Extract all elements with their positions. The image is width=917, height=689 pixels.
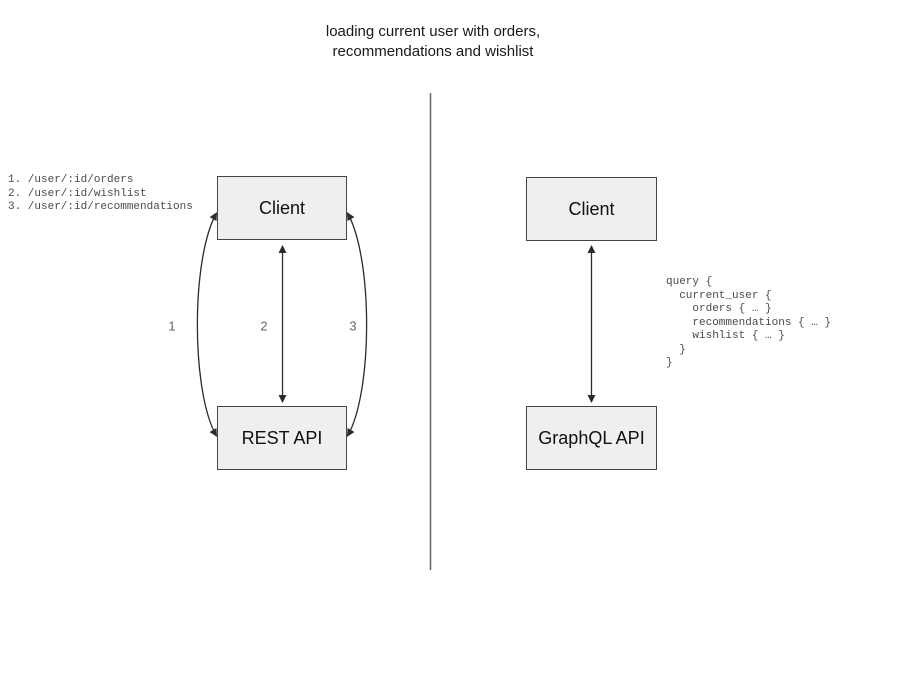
rest-api-node-label: REST API <box>241 427 323 448</box>
title-line-2: recommendations and wishlist <box>332 43 534 60</box>
rest-arrow-1-curve <box>196 212 218 437</box>
arrow-label-1: 1 <box>168 318 176 334</box>
rest-arrow-3-curve <box>346 212 368 437</box>
client-node-right: Client <box>526 177 657 241</box>
diagram-title: loading current user with orders, recomm… <box>326 22 540 62</box>
title-line-1: loading current user with orders, <box>325 23 541 40</box>
arrow-label-3: 3 <box>349 318 357 334</box>
client-node-left: Client <box>217 176 347 240</box>
client-node-left-label: Client <box>258 197 306 218</box>
graphql-api-node: GraphQL API <box>526 406 657 470</box>
client-node-right-label: Client <box>568 198 615 219</box>
rest-endpoints-list: 1. /user/:id/orders 2. /user/:id/wishlis… <box>8 174 193 213</box>
graphql-query-snippet: query { current_user { orders { … } reco… <box>666 276 832 369</box>
graphql-api-node-label: GraphQL API <box>538 427 645 448</box>
rest-api-node: REST API <box>217 406 347 470</box>
arrow-label-2: 2 <box>260 318 268 334</box>
